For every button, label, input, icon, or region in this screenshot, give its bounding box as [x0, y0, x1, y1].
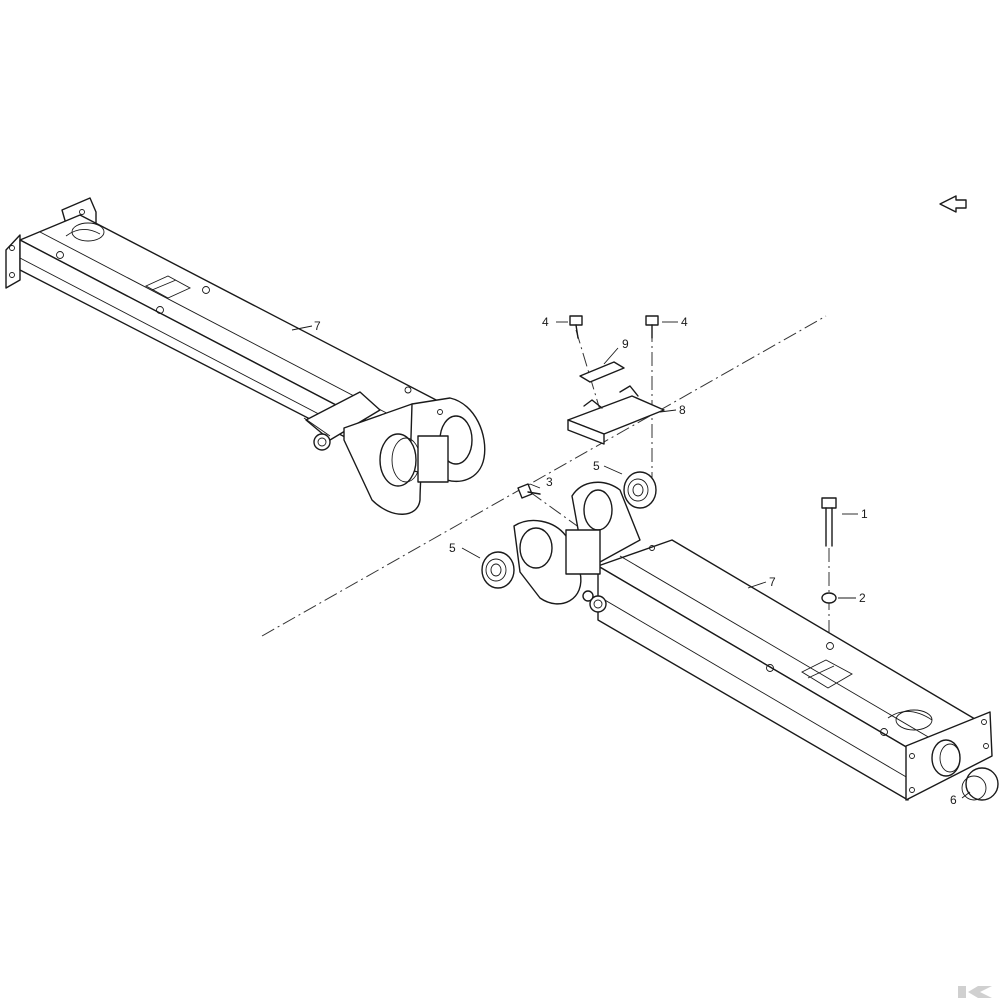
bolt-3	[517, 483, 541, 499]
callout-8: 8	[679, 403, 686, 417]
callout-3: 3	[546, 475, 553, 489]
bolt-4-left	[569, 315, 583, 339]
axis-centerline	[261, 315, 827, 637]
callout-5-lower: 5	[449, 541, 456, 555]
bearing-5-upper	[623, 471, 657, 509]
cap-6	[961, 767, 999, 801]
callout-7-lower: 7	[769, 575, 776, 589]
callout-4-right: 4	[681, 315, 688, 329]
bolt-3-centerline	[529, 491, 581, 529]
plate-9	[579, 361, 625, 383]
bolt-4-right	[645, 315, 659, 339]
bearing-5-lower	[481, 551, 515, 589]
beam-lower-right	[513, 481, 993, 801]
callout-4-left: 4	[542, 315, 549, 329]
leader-lines	[291, 321, 971, 799]
orientation-arrow-icon	[939, 195, 967, 213]
washer-2	[821, 592, 837, 604]
bolt-centerline-left	[575, 329, 601, 411]
callout-6: 6	[950, 793, 957, 807]
callout-9: 9	[622, 337, 629, 351]
callout-2: 2	[859, 591, 866, 605]
beam-upper-left	[5, 197, 486, 515]
callout-7-upper: 7	[314, 319, 321, 333]
bolt-1	[821, 497, 837, 547]
callout-5-upper: 5	[593, 459, 600, 473]
callout-1: 1	[861, 507, 868, 521]
brand-logo-icon	[958, 986, 992, 998]
bracket-8	[567, 385, 665, 445]
